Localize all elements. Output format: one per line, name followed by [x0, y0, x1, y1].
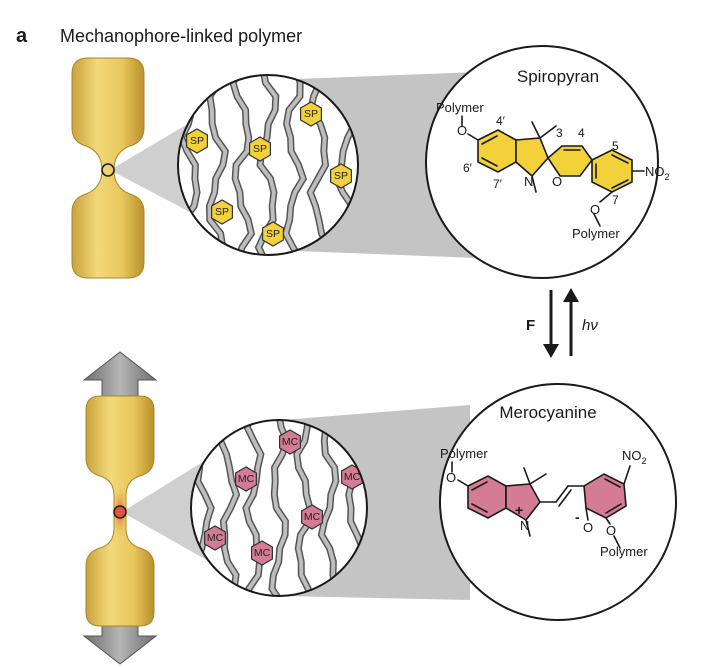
mc-badge-hexagon	[251, 540, 273, 566]
polymer-chain	[283, 75, 306, 255]
figure-title: Mechanophore-linked polymer	[60, 26, 302, 46]
mc-polymer-bottom: Polymer	[600, 544, 648, 559]
light-label: hν	[582, 317, 598, 334]
sp-badge-label: SP	[334, 170, 348, 182]
sp-polymer-bottom: Polymer	[572, 226, 620, 241]
polymer-chain	[218, 420, 239, 596]
spiropyran-panel: Spiropyran	[425, 45, 670, 279]
merocyanine-title: Merocyanine	[499, 403, 596, 422]
sp-badge-hexagon	[186, 128, 208, 154]
mc-badge-label: MC	[344, 471, 361, 483]
equilibrium-arrows: F hν	[526, 288, 598, 358]
sample-focus-marker	[101, 163, 115, 177]
sp-badge-label: SP	[304, 108, 318, 120]
sp-badge-label: SP	[253, 143, 267, 155]
sp-polymer-top: Polymer	[436, 100, 484, 115]
sp-n-atom: N	[524, 174, 533, 189]
sp-badge-hexagon	[262, 221, 284, 247]
polymer-chain	[308, 75, 331, 255]
sp-no2: NO2	[645, 164, 670, 182]
sp-pos-3: 3	[556, 126, 563, 140]
mc-polymer-top: Polymer	[440, 446, 488, 461]
dogbone-sample-relaxed	[71, 57, 145, 279]
sp-o-ring: O	[552, 174, 562, 189]
mc-minus: -	[575, 509, 580, 525]
sp-badge-label: SP	[215, 206, 229, 218]
mc-o-left: O	[446, 470, 456, 485]
mc-o-right: O	[606, 523, 616, 538]
sp-pos-5: 5	[612, 139, 619, 153]
panel-label: a	[16, 25, 28, 47]
mc-badge-hexagon	[204, 525, 226, 551]
mc-badge-label: MC	[254, 547, 271, 559]
sp-badge-label: SP	[190, 135, 204, 147]
mc-n-atom: N	[520, 518, 529, 533]
spiropyran-title: Spiropyran	[517, 67, 599, 86]
mc-badge-hexagon	[301, 504, 323, 530]
sp-pos-4: 4	[578, 126, 585, 140]
sp-pos-7p: 7′	[493, 177, 503, 191]
mc-no2: NO2	[622, 448, 647, 466]
polymer-chain	[207, 75, 228, 255]
sp-o-left: O	[457, 123, 467, 138]
mc-badge-label: MC	[207, 532, 224, 544]
sp-badge-hexagon	[249, 136, 271, 162]
mc-badge-hexagon	[279, 429, 301, 455]
force-label: F	[526, 317, 535, 334]
polymer-chain	[319, 420, 338, 596]
merocyanine-structure	[451, 461, 631, 549]
dogbone-sample-stretched	[85, 395, 155, 627]
polymer-network-relaxed: SP SP SP SP SP SP	[177, 74, 359, 256]
polymer-chain	[243, 420, 263, 596]
polymer-network-stretched: MC MC MC MC MC MC	[190, 419, 368, 597]
mc-o-minus: O	[583, 520, 593, 535]
sp-pos-6p: 6′	[463, 161, 473, 175]
sp-o-bottom: O	[590, 202, 600, 217]
sp-pos-4p: 4′	[496, 114, 506, 128]
mc-plus: +	[515, 502, 523, 518]
sp-pos-7: 7	[612, 193, 619, 207]
mc-badge-label: MC	[304, 511, 321, 523]
mc-badge-label: MC	[282, 436, 299, 448]
mc-badge-hexagon	[235, 466, 257, 492]
sp-badge-hexagon	[211, 199, 233, 225]
sp-badge-hexagon	[330, 163, 352, 189]
sp-badge-label: SP	[266, 228, 280, 240]
merocyanine-panel: Merocyanine	[439, 383, 677, 621]
spiropyran-structure	[461, 115, 645, 227]
polymer-chain	[230, 75, 254, 255]
mc-badge-label: MC	[238, 473, 255, 485]
sample-focus-marker-stretched	[113, 505, 127, 519]
sp-badge-hexagon	[300, 101, 322, 127]
